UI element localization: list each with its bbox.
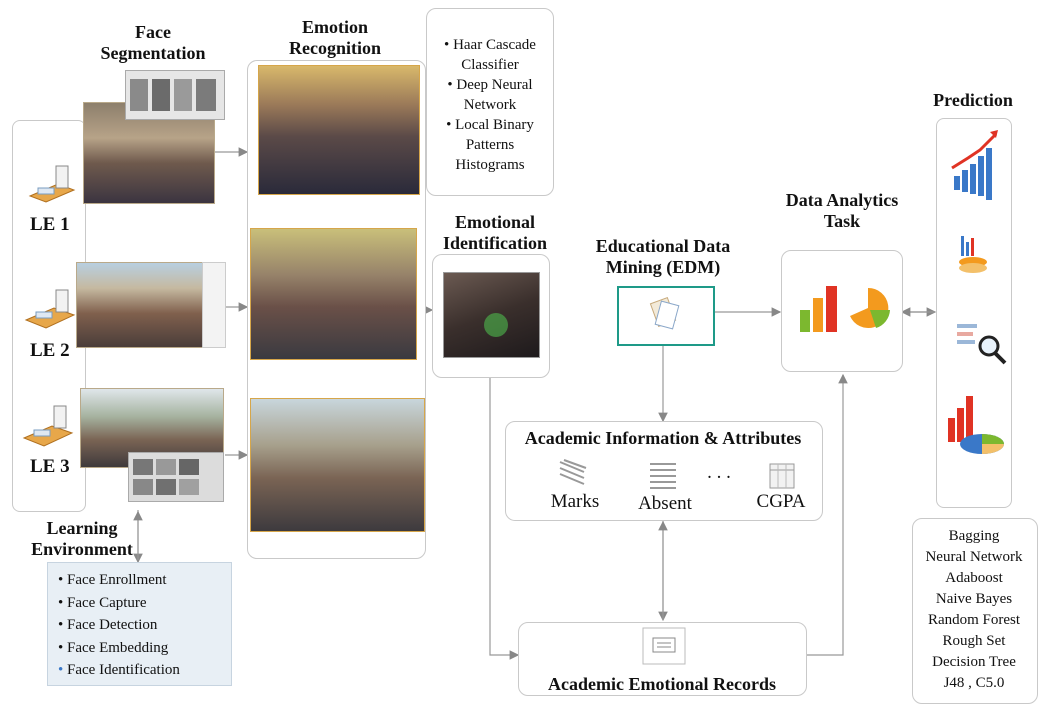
- records-database-icon: [641, 626, 687, 671]
- algorithm-item: Neural Network: [925, 549, 1023, 565]
- algorithm-item: Naive Bayes: [935, 591, 1013, 607]
- recognition-frame-2: [250, 228, 417, 360]
- academic-info-title: Academic Information & Attributes: [524, 428, 802, 448]
- face-step-item: • Face Enrollment: [58, 572, 167, 588]
- growth-chart-icon: [950, 128, 1000, 209]
- cgpa-icon: [768, 460, 796, 495]
- le1-face-thumbnails: [125, 70, 225, 120]
- face-steps-list: • Face Enrollment • Face Capture • Face …: [58, 569, 180, 682]
- algorithm-item: Bagging: [948, 528, 1000, 544]
- absent-icon: [648, 460, 678, 495]
- face-step-item: • Face Embedding: [58, 639, 169, 656]
- marks-icon: [556, 458, 590, 493]
- le3-computer-icon: [22, 404, 74, 453]
- le1-computer-icon: [28, 162, 76, 209]
- method-item: • Haar Cascade Classifier: [444, 37, 536, 73]
- algorithms-box: [912, 518, 1038, 704]
- emotion-recognition-title: Emotion Recognition: [289, 17, 381, 58]
- recognition-methods-box: [426, 8, 554, 196]
- algorithms-list: Bagging Neural Network Adaboost Naive Ba…: [914, 526, 1034, 694]
- bar-pie-3d-icon: [942, 388, 1008, 467]
- face-step-item: • Face Detection: [58, 617, 158, 633]
- face-step-item: • Face Capture: [58, 594, 147, 611]
- method-item: • Deep Neural Network: [447, 77, 533, 113]
- algorithm-item: Adaboost: [945, 570, 1003, 586]
- le2-classroom-photo: [76, 262, 204, 348]
- recognition-methods-list: • Haar Cascade Classifier • Deep Neural …: [432, 35, 548, 175]
- algorithm-item: Random Forest: [927, 612, 1021, 628]
- identification-face-photo: [443, 272, 540, 358]
- prediction-title: Prediction: [933, 90, 1013, 110]
- emotional-identification-title: Emotional Identification: [442, 212, 547, 253]
- cgpa-label: CGPA: [756, 491, 806, 512]
- face-steps-panel: [47, 562, 232, 686]
- le3-face-thumbnails: [128, 452, 224, 502]
- attributes-ellipsis: . . .: [707, 462, 731, 483]
- edm-document-icon: [648, 297, 680, 336]
- algorithm-item: Rough Set: [942, 633, 1006, 649]
- bar-pie-chart-icon: [798, 280, 890, 345]
- recognition-frame-3: [250, 398, 425, 532]
- method-item: • Local Binary Patterns Histograms: [446, 117, 534, 173]
- face-step-item: • Face Identification: [58, 662, 180, 678]
- academic-records-title: Academic Emotional Records: [548, 674, 776, 694]
- algorithm-item: Decision Tree: [932, 654, 1016, 670]
- le1-label: LE 1: [30, 214, 70, 235]
- le2-face-thumbnails: [202, 262, 226, 348]
- le2-label: LE 2: [30, 340, 70, 361]
- learning-environment-title: Learning Environment: [31, 518, 133, 559]
- data-analytics-title: Data Analytics Task: [785, 190, 899, 231]
- edm-title: Educational Data Mining (EDM): [595, 236, 731, 277]
- magnifier-analysis-icon: [953, 318, 1009, 371]
- face-segmentation-title: Face Segmentation: [100, 22, 206, 63]
- recognition-frame-1: [258, 65, 420, 195]
- le3-label: LE 3: [30, 456, 70, 477]
- algorithm-item: J48 , C5.0: [943, 675, 1005, 691]
- marks-label: Marks: [550, 491, 600, 512]
- le2-computer-icon: [24, 288, 76, 335]
- stacked-coins-chart-icon: [955, 232, 991, 281]
- absent-label: Absent: [638, 493, 692, 514]
